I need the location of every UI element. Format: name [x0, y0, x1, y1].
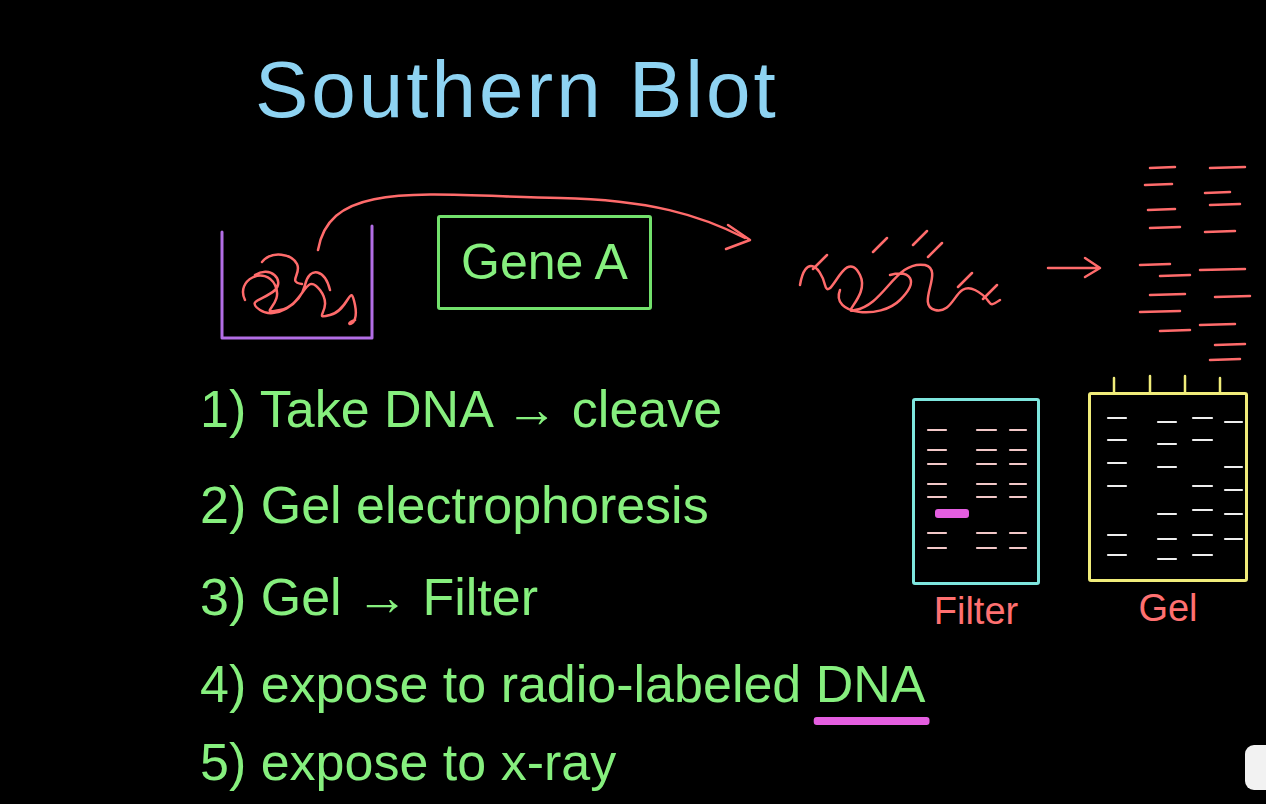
band — [1010, 496, 1026, 498]
box-label: Filter — [934, 592, 1018, 632]
dna-fragment — [1160, 330, 1190, 331]
band — [1193, 554, 1212, 556]
band — [1108, 534, 1126, 536]
fragments — [1140, 167, 1250, 360]
step-holder: 4) expose to radio-labeled DNA — [200, 657, 926, 712]
band — [928, 463, 946, 465]
gel-wells — [1114, 376, 1220, 393]
band — [1158, 421, 1176, 423]
arrow-head — [726, 225, 750, 249]
step-text: 4) expose to radio-labeled DNA — [200, 657, 926, 712]
dna-fragment — [1150, 227, 1180, 228]
band — [928, 449, 946, 451]
dna-fragment — [1160, 275, 1190, 276]
band — [977, 429, 996, 431]
step-text: 1) Take DNA → cleave — [200, 382, 722, 437]
band — [928, 483, 946, 485]
dna-fragment — [1200, 324, 1235, 325]
band — [1193, 509, 1212, 511]
band — [1158, 538, 1176, 540]
band — [977, 532, 996, 534]
band — [1010, 547, 1026, 549]
band — [1158, 466, 1176, 468]
band — [1225, 489, 1242, 491]
band — [1108, 417, 1126, 419]
band — [1010, 483, 1026, 485]
band — [1193, 534, 1212, 536]
band — [1010, 463, 1026, 465]
band — [1108, 439, 1126, 441]
band — [1225, 466, 1242, 468]
title-holder: Southern Blot — [255, 48, 779, 132]
band — [928, 547, 946, 549]
band — [1193, 439, 1212, 441]
band — [1010, 449, 1026, 451]
band — [977, 496, 996, 498]
box-label: Gene A — [461, 236, 628, 289]
step-holder: 5) expose to x-ray — [200, 735, 616, 790]
cut-dna — [800, 265, 1000, 313]
dna-fragment — [1205, 231, 1235, 232]
filter-box: Filter — [912, 398, 1040, 585]
band — [1225, 538, 1242, 540]
title: Southern Blot — [255, 48, 779, 132]
band — [977, 463, 996, 465]
dna-fragment — [1140, 311, 1180, 312]
step-holder: 3) Gel → Filter — [200, 570, 538, 625]
band — [1193, 485, 1212, 487]
step-text: 3) Gel → Filter — [200, 570, 538, 625]
band — [1193, 417, 1212, 419]
sample-container — [222, 226, 372, 338]
band — [1225, 513, 1242, 515]
band — [1108, 554, 1126, 556]
dna-fragment — [1145, 184, 1172, 185]
dna-fragment — [1205, 192, 1230, 193]
dna-tangle — [243, 255, 356, 324]
band — [1108, 485, 1126, 487]
band — [1158, 513, 1176, 515]
cut-marks — [813, 231, 997, 299]
dna-fragment — [1215, 296, 1250, 297]
step-holder: 2) Gel electrophoresis — [200, 478, 709, 533]
dna-fragment — [1150, 167, 1175, 168]
band — [977, 547, 996, 549]
gene-box: Gene A — [437, 215, 652, 310]
gel-box: Gel — [1088, 392, 1248, 582]
dna-fragment — [1150, 294, 1185, 295]
probe-band — [935, 509, 969, 518]
band — [1158, 443, 1176, 445]
dna-fragment — [1140, 264, 1170, 265]
band — [1158, 558, 1176, 560]
dna-fragment — [1210, 204, 1240, 205]
band — [1010, 429, 1026, 431]
dna-fragment — [1210, 359, 1240, 360]
band — [928, 429, 946, 431]
bands — [928, 418, 1242, 559]
highlight-underline — [814, 717, 930, 725]
box-label: Gel — [1138, 589, 1197, 629]
band — [977, 483, 996, 485]
band — [928, 532, 946, 534]
band — [1108, 462, 1126, 464]
dna-fragment — [1200, 269, 1245, 270]
band — [1010, 532, 1026, 534]
step-arrow — [1048, 258, 1100, 277]
step-holder: 1) Take DNA → cleave — [200, 382, 722, 437]
step-text: 2) Gel electrophoresis — [200, 478, 709, 533]
dna-fragment — [1148, 209, 1175, 210]
corner-button — [1245, 745, 1266, 790]
band — [977, 449, 996, 451]
band — [928, 496, 946, 498]
band — [1225, 421, 1242, 423]
step-text: 5) expose to x-ray — [200, 735, 616, 790]
dna-fragment — [1210, 167, 1245, 168]
dna-fragment — [1215, 344, 1245, 345]
